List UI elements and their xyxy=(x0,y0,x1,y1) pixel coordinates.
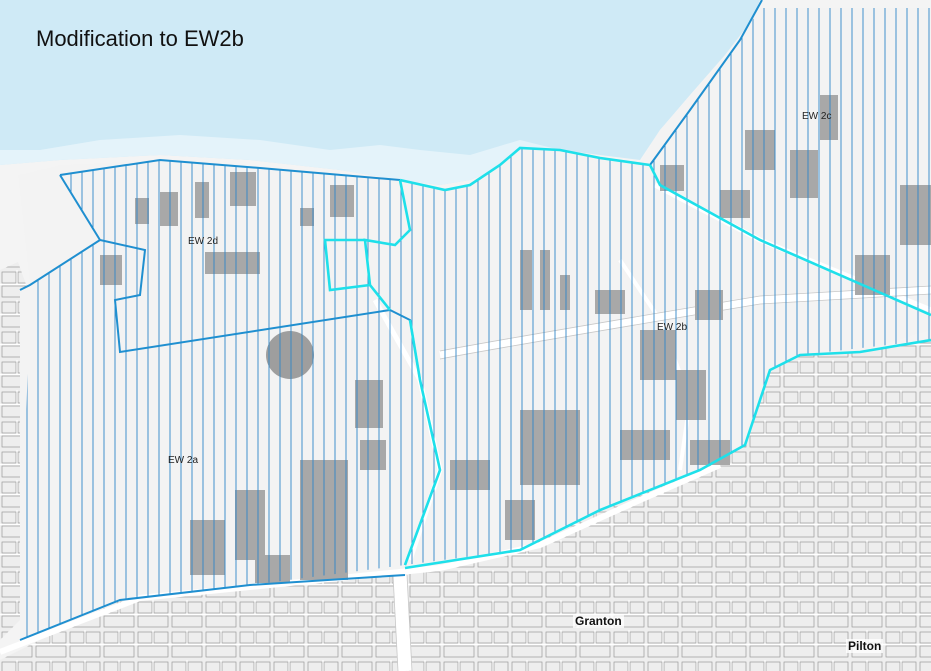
zone-label-ew2c: EW 2c xyxy=(802,111,832,122)
map-title: Modification to EW2b xyxy=(36,26,244,51)
zone-ew2a-hatch xyxy=(20,240,440,640)
sea-shallows xyxy=(0,135,560,185)
zone-label-ew2b: EW 2b xyxy=(657,322,688,333)
modified-boundary xyxy=(323,146,931,570)
place-label-granton: Granton xyxy=(573,614,624,628)
zone-ew2d-hatch xyxy=(60,160,410,352)
place-label-pilton: Pilton xyxy=(846,639,884,653)
zone-label-ew2a: EW 2a xyxy=(168,455,199,466)
urban-residential-area xyxy=(0,330,931,671)
zone-label-ew2d: EW 2d xyxy=(188,236,219,247)
zone-ew2c-hatch xyxy=(650,8,931,310)
